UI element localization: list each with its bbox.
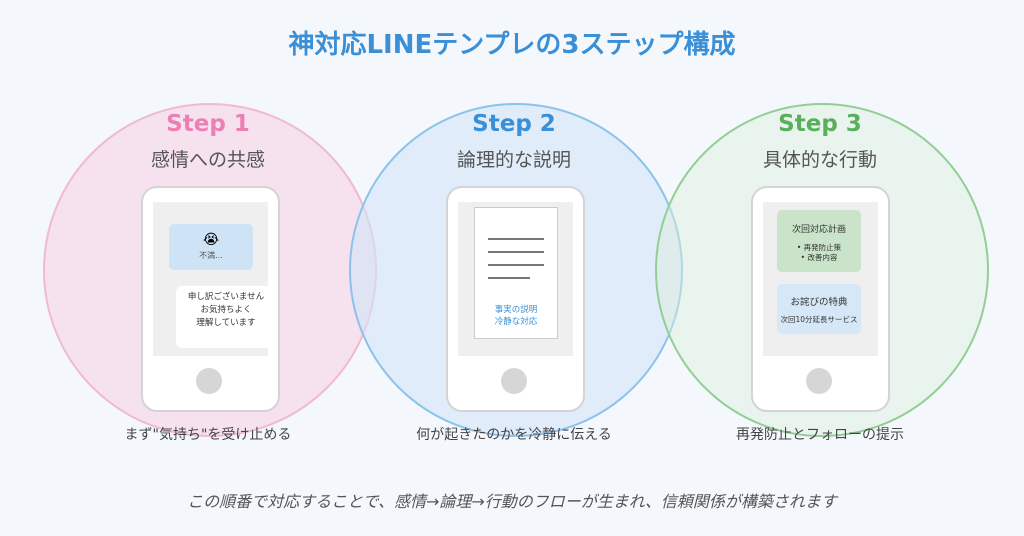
step2-phone: 事実の説明 冷静な対応 xyxy=(446,186,585,412)
document-text-line: 冷静な対応 xyxy=(494,317,538,327)
page-title: 神対応LINEテンプレの3ステップ構成 xyxy=(288,30,736,60)
step3-heading: Step 3 具体的な行動 xyxy=(670,111,970,172)
step2-label: Step 2 xyxy=(472,111,556,137)
document-line xyxy=(488,277,530,279)
incoming-message-bubble: 😭 不満... xyxy=(169,224,253,270)
step2-heading: Step 2 論理的な説明 xyxy=(364,111,664,172)
home-button xyxy=(196,368,222,394)
step2-phone-screen: 事実の説明 冷静な対応 xyxy=(458,202,573,356)
step3-caption: 再発防止とフォローの提示 xyxy=(736,427,904,443)
reply-line: お気持ちよく xyxy=(200,305,252,315)
reply-line: 理解しています xyxy=(196,318,256,328)
step1-caption: まず"気持ち"を受け止める xyxy=(124,427,292,443)
plan-card-items: • 再発防止策 • 改善内容 xyxy=(777,243,861,263)
plan-card-title: 次回対応計画 xyxy=(791,225,846,235)
document-icon: 事実の説明 冷静な対応 xyxy=(474,207,558,339)
document-line xyxy=(488,264,544,266)
step2-caption: 何が起きたのかを冷静に伝える xyxy=(416,427,612,443)
document-line xyxy=(488,238,544,240)
document-text: 事実の説明 冷静な対応 xyxy=(475,304,557,328)
plan-item: • 再発防止策 xyxy=(796,243,842,252)
step3-phone-screen: 次回対応計画 • 再発防止策 • 改善内容 お詫びの特典 次回10分延長サービス xyxy=(763,202,878,356)
step3-label: Step 3 xyxy=(778,111,862,137)
incoming-message-text: 不満... xyxy=(199,251,223,260)
summary-text: この順番で対応することで、感情→論理→行動のフローが生まれ、信頼関係が構築されま… xyxy=(187,492,837,511)
benefit-card: お詫びの特典 次回10分延長サービス xyxy=(777,284,861,334)
step1-heading: Step 1 感情への共感 xyxy=(58,111,358,172)
plan-item: • 改善内容 xyxy=(800,253,838,262)
plan-card: 次回対応計画 • 再発防止策 • 改善内容 xyxy=(777,210,861,272)
home-button xyxy=(806,368,832,394)
reply-message-bubble: 申し訳ございません お気持ちよく 理解しています xyxy=(176,286,276,348)
step1-label: Step 1 xyxy=(166,111,250,137)
crying-face-icon: 😭 xyxy=(202,232,220,248)
step1-phone: 😭 不満... 申し訳ございません お気持ちよく 理解しています xyxy=(141,186,280,412)
reply-line: 申し訳ございません xyxy=(187,292,265,302)
step1-subtitle: 感情への共感 xyxy=(150,149,265,171)
document-line xyxy=(488,251,544,253)
document-text-line: 事実の説明 xyxy=(494,305,538,315)
benefit-card-text: 次回10分延長サービス xyxy=(780,315,858,324)
home-button xyxy=(501,368,527,394)
step3-subtitle: 具体的な行動 xyxy=(762,149,877,171)
step2-subtitle: 論理的な説明 xyxy=(456,149,571,171)
benefit-card-title: お詫びの特典 xyxy=(790,297,848,308)
step3-phone: 次回対応計画 • 再発防止策 • 改善内容 お詫びの特典 次回10分延長サービス xyxy=(751,186,890,412)
step1-phone-screen: 😭 不満... 申し訳ございません お気持ちよく 理解しています xyxy=(153,202,276,356)
